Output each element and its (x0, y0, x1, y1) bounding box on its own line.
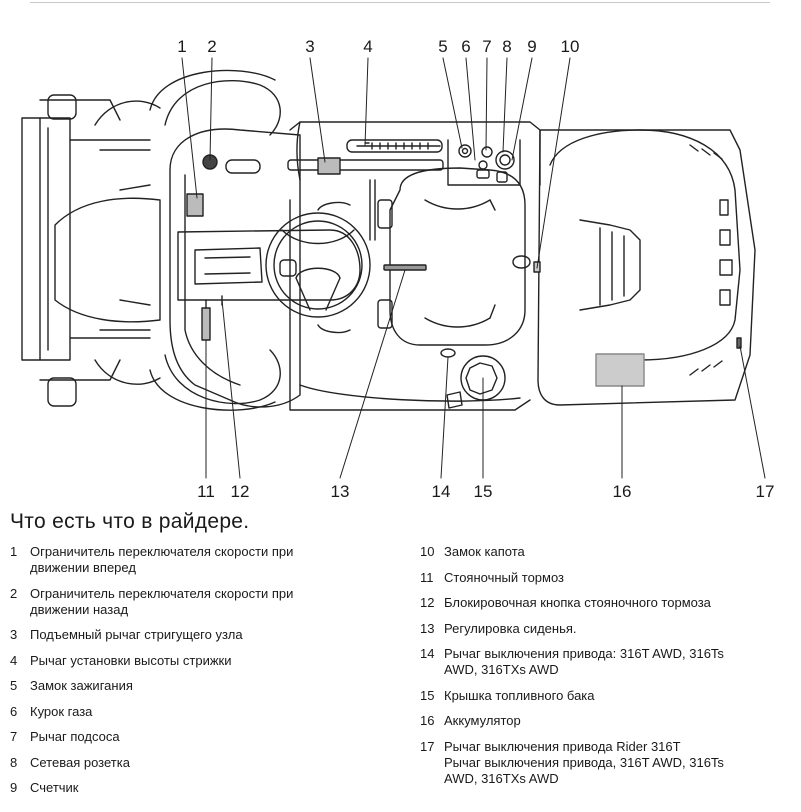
legend-item: 17 Рычаг выключения привода Rider 316T Ры… (420, 739, 795, 787)
legend-text: Счетчик (30, 780, 79, 795)
legend-number: 16 (420, 713, 435, 728)
legend-item: 9 Счетчик (10, 780, 390, 796)
legend-text: Аккумулятор (444, 713, 521, 728)
legend-number: 10 (420, 544, 435, 559)
legend-item: 16 Аккумулятор (420, 713, 795, 729)
callout-8: 8 (502, 37, 511, 56)
fuel-cap-area (440, 348, 506, 409)
steering-wheel (265, 212, 371, 318)
legend-item: 8 Сетевая розетка (10, 755, 390, 771)
legend-number: 7 (10, 729, 18, 744)
legend-number: 8 (10, 754, 18, 770)
legend-right-column: 10 Замок капота 11 Стояночный тормоз 12 Бло… (420, 544, 795, 796)
legend-number: 14 (420, 646, 435, 661)
callout-14: 14 (432, 482, 451, 501)
legend-item: 13 Регулировка сиденья. (420, 621, 795, 637)
legend-text: Ограничитель переключателя скорости при … (30, 544, 294, 575)
legend-item: 1 Ограничитель переключателя скорости при… (10, 544, 390, 576)
legend-text: Рычаг выключения привода: 316T AWD, 316T… (444, 646, 724, 677)
callout-13: 13 (331, 482, 350, 501)
seat (383, 167, 531, 346)
callout-9: 9 (527, 37, 536, 56)
legend-number: 15 (420, 687, 435, 703)
legend-number: 11 (420, 569, 434, 585)
engine-hood (533, 129, 756, 406)
callout-2: 2 (207, 37, 216, 56)
callout-leaders (181, 57, 766, 479)
legend-text: Замок зажигания (30, 678, 133, 693)
legend-item: 3 Подъемный рычаг стригущего узла (10, 627, 390, 643)
legend-item: 12 Блокировочная кнопка стояночного тормо… (420, 595, 795, 611)
legend-text: Крышка топливного бака (444, 687, 595, 703)
legend-number: 13 (420, 620, 435, 636)
legend-number: 9 (10, 780, 18, 795)
legend-item: 6 Курок газа (10, 704, 390, 720)
legend-item: 5 Замок зажигания (10, 678, 390, 694)
legend-number: 2 (10, 585, 18, 601)
legend-item: 15 Крышка топливного бака (420, 688, 795, 704)
callout-11: 11 (197, 482, 215, 501)
callout-12: 12 (231, 482, 250, 501)
legend-number: 12 (420, 595, 435, 610)
legend-item: 4 Рычаг установки высоты стрижки (10, 653, 390, 669)
legend-text: Рычаг выключения привода Rider 316T Рыча… (444, 738, 724, 786)
legend-number: 1 (10, 544, 18, 559)
callout-15: 15 (474, 482, 493, 501)
mower-deck (21, 69, 281, 411)
callout-numbers: 1 2 3 4 5 6 7 8 9 10 11 12 13 14 15 16 1… (177, 37, 774, 501)
callout-7: 7 (482, 37, 491, 56)
callout-10: 10 (561, 37, 580, 56)
top-rule (30, 2, 770, 3)
legend-item: 11 Стояночный тормоз (420, 570, 795, 586)
page-title: Что есть что в райдере. (10, 510, 250, 533)
legend-text: Замок капота (444, 544, 525, 559)
legend-number: 5 (10, 678, 18, 693)
legend-text: Регулировка сиденья. (444, 620, 577, 636)
callout-17: 17 (756, 482, 775, 501)
legend-number: 17 (420, 738, 435, 754)
legend-text: Сетевая розетка (30, 754, 130, 770)
legend-text: Ограничитель переключателя скорости при … (30, 585, 294, 617)
legend-text: Рычаг установки высоты стрижки (30, 652, 232, 668)
callout-4: 4 (363, 37, 372, 56)
legend-text: Курок газа (30, 703, 93, 719)
callout-6: 6 (461, 37, 470, 56)
legend-number: 6 (10, 703, 18, 719)
legend-number: 4 (10, 652, 18, 668)
callout-16: 16 (613, 482, 632, 501)
legend-text: Стояночный тормоз (444, 569, 565, 585)
legend-text: Блокировочная кнопка стояночного тормоза (444, 595, 711, 610)
legend-item: 2 Ограничитель переключателя скорости при… (10, 586, 390, 618)
legend-text: Рычаг подсоса (30, 729, 120, 744)
legend-item: 10 Замок капота (420, 544, 795, 560)
callout-5: 5 (438, 37, 447, 56)
legend-item: 14 Рычаг выключения привода: 316T AWD, 31… (420, 646, 795, 678)
rider-diagram: 1 2 3 4 5 6 7 8 9 10 11 12 13 14 15 16 1… (21, 37, 774, 501)
legend-item: 7 Рычаг подсоса (10, 729, 390, 745)
legend-number: 3 (10, 627, 18, 642)
legend-text: Подъемный рычаг стригущего узла (30, 627, 243, 642)
callout-1: 1 (177, 37, 186, 56)
callout-3: 3 (305, 37, 314, 56)
